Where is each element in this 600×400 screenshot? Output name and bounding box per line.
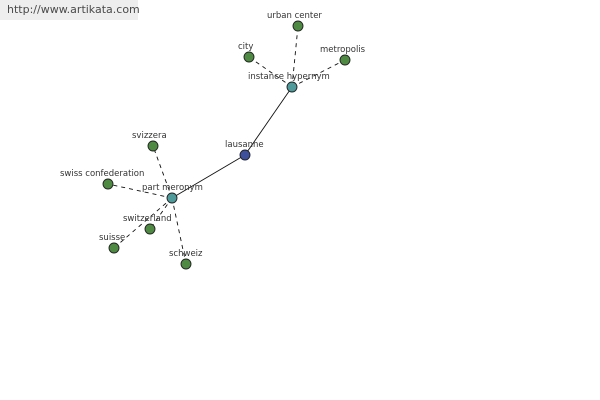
edge-part-meronym-to-schweiz (171, 197, 187, 265)
edge-part-meronym-to-swiss-confederation (107, 183, 173, 199)
node-switzerland[interactable]: switzerland (123, 214, 172, 235)
source-url-text[interactable]: http://www.artikata.com (7, 3, 140, 16)
node-label-lausanne[interactable]: lausanne (225, 140, 264, 150)
node-svizzera[interactable]: svizzera (132, 131, 167, 152)
edges-layer (107, 25, 346, 265)
node-circle-metropolis[interactable] (339, 54, 351, 66)
edge-instance-hypernym-to-metropolis (291, 59, 346, 88)
node-metropolis[interactable]: metropolis (320, 45, 366, 66)
node-label-city[interactable]: city (238, 42, 253, 52)
node-lausanne[interactable]: lausanne (225, 140, 264, 161)
node-circle-part-meronym[interactable] (166, 192, 178, 204)
node-instance-hypernym[interactable]: instance hypernym (248, 72, 330, 93)
edge-part-meronym-to-switzerland (149, 197, 173, 230)
node-circle-instance-hypernym[interactable] (286, 81, 298, 93)
node-circle-city[interactable] (243, 51, 255, 63)
edge-lausanne-to-part-meronym (171, 154, 246, 199)
node-label-metropolis[interactable]: metropolis (320, 45, 366, 55)
node-part-meronym[interactable]: part meronym (142, 183, 203, 204)
edge-part-meronym-to-svizzera (152, 145, 173, 199)
node-schweiz[interactable]: schweiz (169, 249, 203, 270)
node-label-part-meronym[interactable]: part meronym (142, 183, 203, 193)
node-label-switzerland[interactable]: switzerland (123, 214, 172, 224)
node-label-instance-hypernym[interactable]: instance hypernym (248, 72, 330, 82)
node-label-schweiz[interactable]: schweiz (169, 249, 203, 259)
node-label-swiss-confederation[interactable]: swiss confederation (60, 169, 144, 179)
node-circle-schweiz[interactable] (180, 258, 192, 270)
source-url-banner[interactable]: http://www.artikata.com (0, 0, 140, 20)
node-circle-urban-center[interactable] (292, 20, 304, 32)
node-city[interactable]: city (238, 42, 255, 63)
edge-instance-hypernym-to-city (248, 56, 293, 88)
node-label-svizzera[interactable]: svizzera (132, 131, 167, 141)
nodes-layer: lausanne instance hypernym part meronym urb… (60, 11, 366, 270)
edge-lausanne-to-instance-hypernym (244, 86, 293, 156)
node-swiss-confederation[interactable]: swiss confederation (60, 169, 144, 190)
node-urban-center[interactable]: urban center (267, 11, 322, 32)
node-circle-svizzera[interactable] (147, 140, 159, 152)
node-circle-suisse[interactable] (108, 242, 120, 254)
node-suisse[interactable]: suisse (99, 233, 125, 254)
node-label-urban-center[interactable]: urban center (267, 11, 322, 21)
node-circle-swiss-confederation[interactable] (102, 178, 114, 190)
node-label-suisse[interactable]: suisse (99, 233, 125, 243)
node-circle-lausanne[interactable] (239, 149, 251, 161)
edge-instance-hypernym-to-urban-center (291, 25, 299, 88)
node-circle-switzerland[interactable] (144, 223, 156, 235)
